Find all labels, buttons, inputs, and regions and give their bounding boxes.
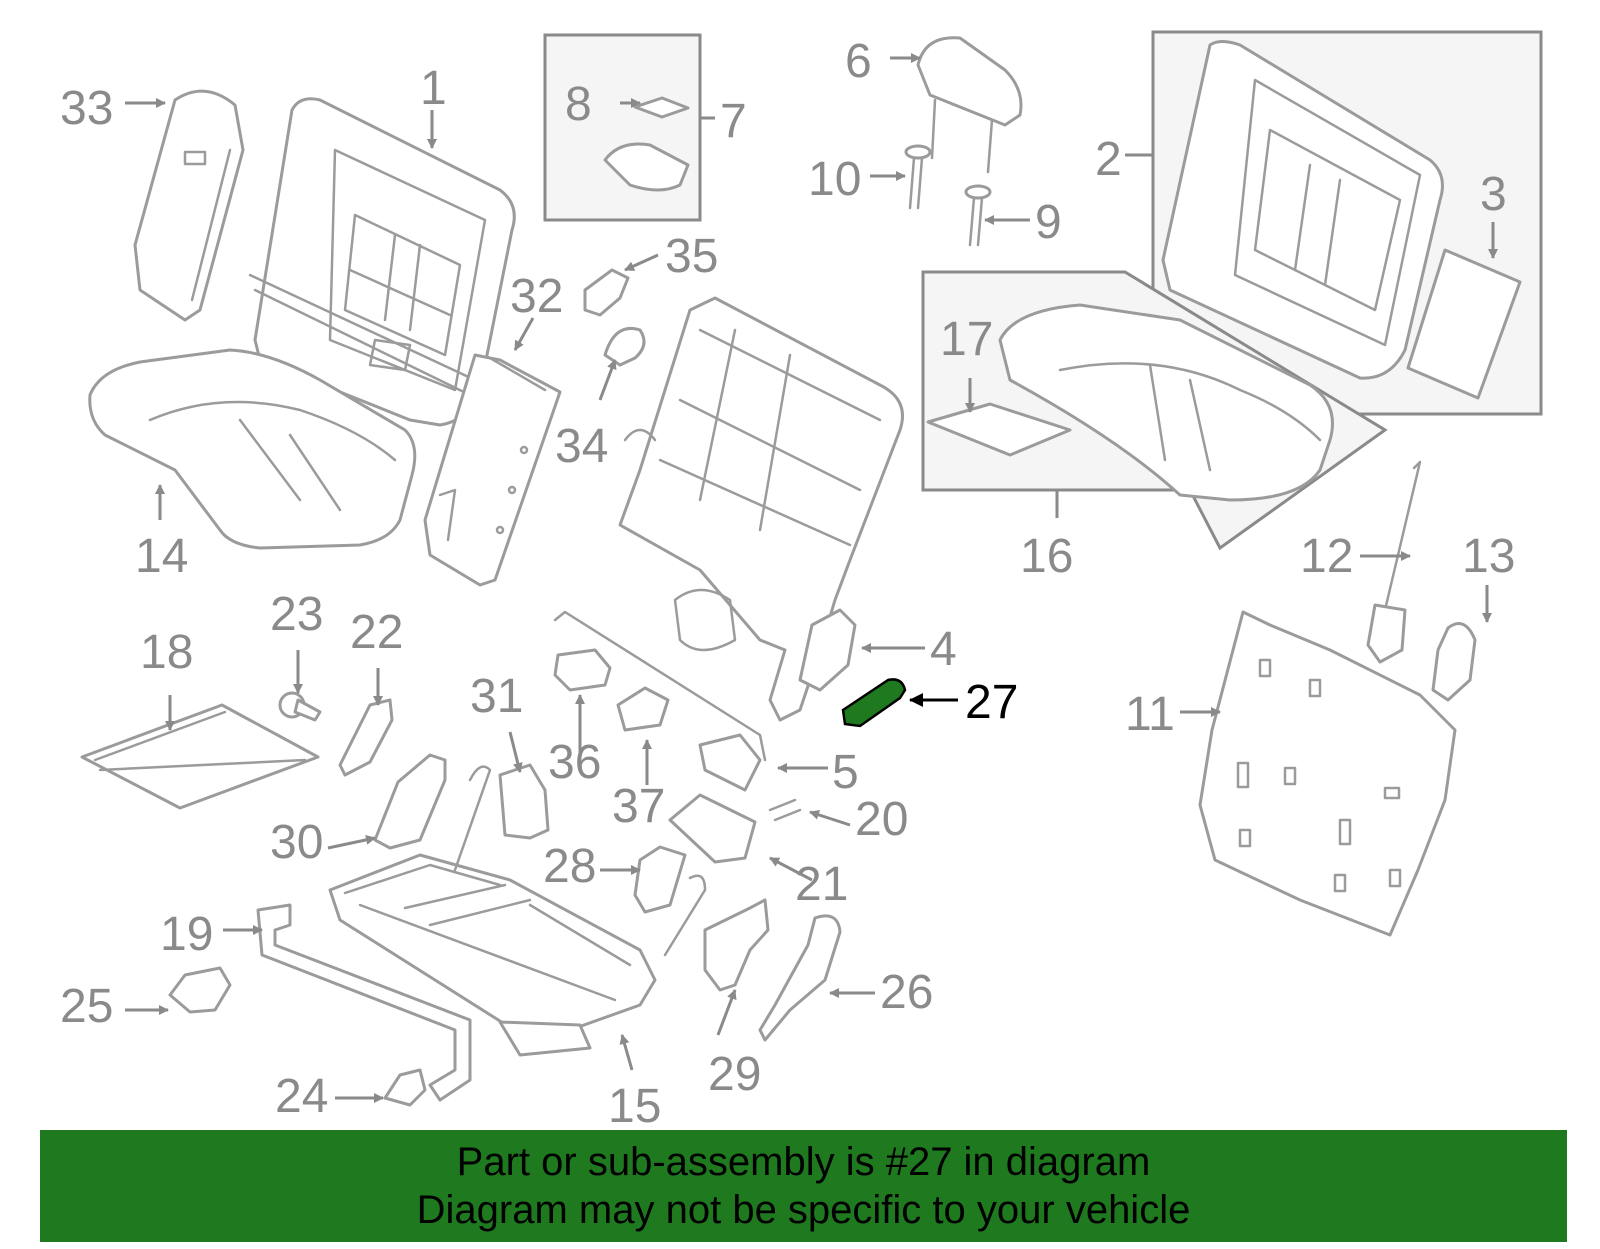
part-3-back-panel <box>1406 248 1522 400</box>
part-36-block <box>553 648 612 692</box>
callout-2: 2 <box>1095 133 1122 186</box>
callout-23: 23 <box>270 588 323 641</box>
part-7-bezel <box>603 142 690 192</box>
callout-11: 11 <box>1125 688 1175 741</box>
part-12-belt-guide <box>1366 460 1422 664</box>
callout-29: 29 <box>708 1048 761 1101</box>
part-37-bracket <box>616 686 670 732</box>
callout-37: 37 <box>612 780 665 833</box>
callout-14: 14 <box>135 530 188 583</box>
part-29-trim-cover <box>703 898 770 992</box>
callout-31: 31 <box>470 670 523 723</box>
callout-15: 15 <box>608 1080 661 1130</box>
part-19-rail <box>256 903 472 1102</box>
part-23-push-pin <box>278 691 322 722</box>
part-34-bracket <box>603 327 646 367</box>
banner-line-1: Part or sub-assembly is #27 in diagram <box>456 1140 1151 1184</box>
callout-24: 24 <box>275 1070 328 1123</box>
part-28-bracket <box>633 845 687 914</box>
callout-8: 8 <box>565 78 592 131</box>
part-5-clamp <box>698 733 762 792</box>
callout-36: 36 <box>548 736 601 789</box>
part-25-bracket <box>168 966 232 1014</box>
part-13-buckle <box>1431 622 1477 702</box>
part-31-cover <box>498 763 550 840</box>
callout-27[interactable]: 27 <box>965 676 1018 729</box>
callout-12: 12 <box>1300 530 1353 583</box>
part-26-trim-strip <box>758 914 842 1042</box>
callout-21: 21 <box>795 858 848 911</box>
part-8-pad <box>633 96 690 119</box>
seat-frame <box>618 296 904 722</box>
banner-line-2: Diagram may not be specific to your vehi… <box>416 1188 1191 1232</box>
part-33-seatback-panel <box>133 89 245 322</box>
part-30-hinge-cover <box>373 753 447 850</box>
part-2-seat-back <box>1161 40 1444 380</box>
part-14-seat-cushion <box>88 348 417 550</box>
callout-19: 19 <box>160 908 213 961</box>
callout-26: 26 <box>880 966 933 1019</box>
callout-10: 10 <box>808 153 861 206</box>
part-4-pivot-bracket <box>798 608 857 692</box>
callout-1: 1 <box>420 62 447 115</box>
leader-lines <box>125 53 1498 1103</box>
info-banner: Part or sub-assembly is #27 in diagram D… <box>40 1130 1567 1242</box>
callout-6: 6 <box>845 35 872 88</box>
callout-labels: 33 1 8 7 6 10 9 2 3 35 32 34 17 16 14 12… <box>60 35 1515 1130</box>
part-24-clip <box>383 1068 427 1107</box>
callout-34: 34 <box>555 420 608 473</box>
callout-16: 16 <box>1020 530 1073 583</box>
callout-7: 7 <box>720 95 747 148</box>
callout-17: 17 <box>940 313 993 366</box>
callout-5: 5 <box>832 746 859 799</box>
callout-25: 25 <box>60 980 113 1033</box>
callout-33: 33 <box>60 82 113 135</box>
part-20-clip <box>768 798 802 822</box>
callout-4: 4 <box>930 623 957 676</box>
part-6-headrest <box>916 36 1023 174</box>
part-22-trim <box>338 698 394 777</box>
group-box-7 <box>543 33 702 222</box>
part-32-back-panel <box>423 353 562 587</box>
part-9-guide <box>964 184 992 247</box>
callout-28: 28 <box>543 840 596 893</box>
seat-parts-diagram: 33 1 8 7 6 10 9 2 3 35 32 34 17 16 14 12… <box>60 30 1543 1130</box>
part-10-guide <box>904 144 932 210</box>
part-27-highlighted[interactable] <box>841 678 907 728</box>
callout-13: 13 <box>1462 530 1515 583</box>
part-18-mat <box>80 703 320 810</box>
callout-3: 3 <box>1480 168 1507 221</box>
callout-30: 30 <box>270 816 323 869</box>
part-15-cushion-frame <box>328 765 707 1057</box>
part-35-clip <box>583 268 630 317</box>
callout-22: 22 <box>350 606 403 659</box>
callout-35: 35 <box>665 230 718 283</box>
callout-20: 20 <box>855 793 908 846</box>
callout-9: 9 <box>1035 196 1062 249</box>
callout-18: 18 <box>140 626 193 679</box>
part-21-bracket <box>668 793 757 864</box>
part-5-rod <box>553 610 767 762</box>
callout-32: 32 <box>510 270 563 323</box>
part-11-back-panel <box>1198 610 1457 937</box>
part-16-seat-cushion <box>998 303 1334 502</box>
